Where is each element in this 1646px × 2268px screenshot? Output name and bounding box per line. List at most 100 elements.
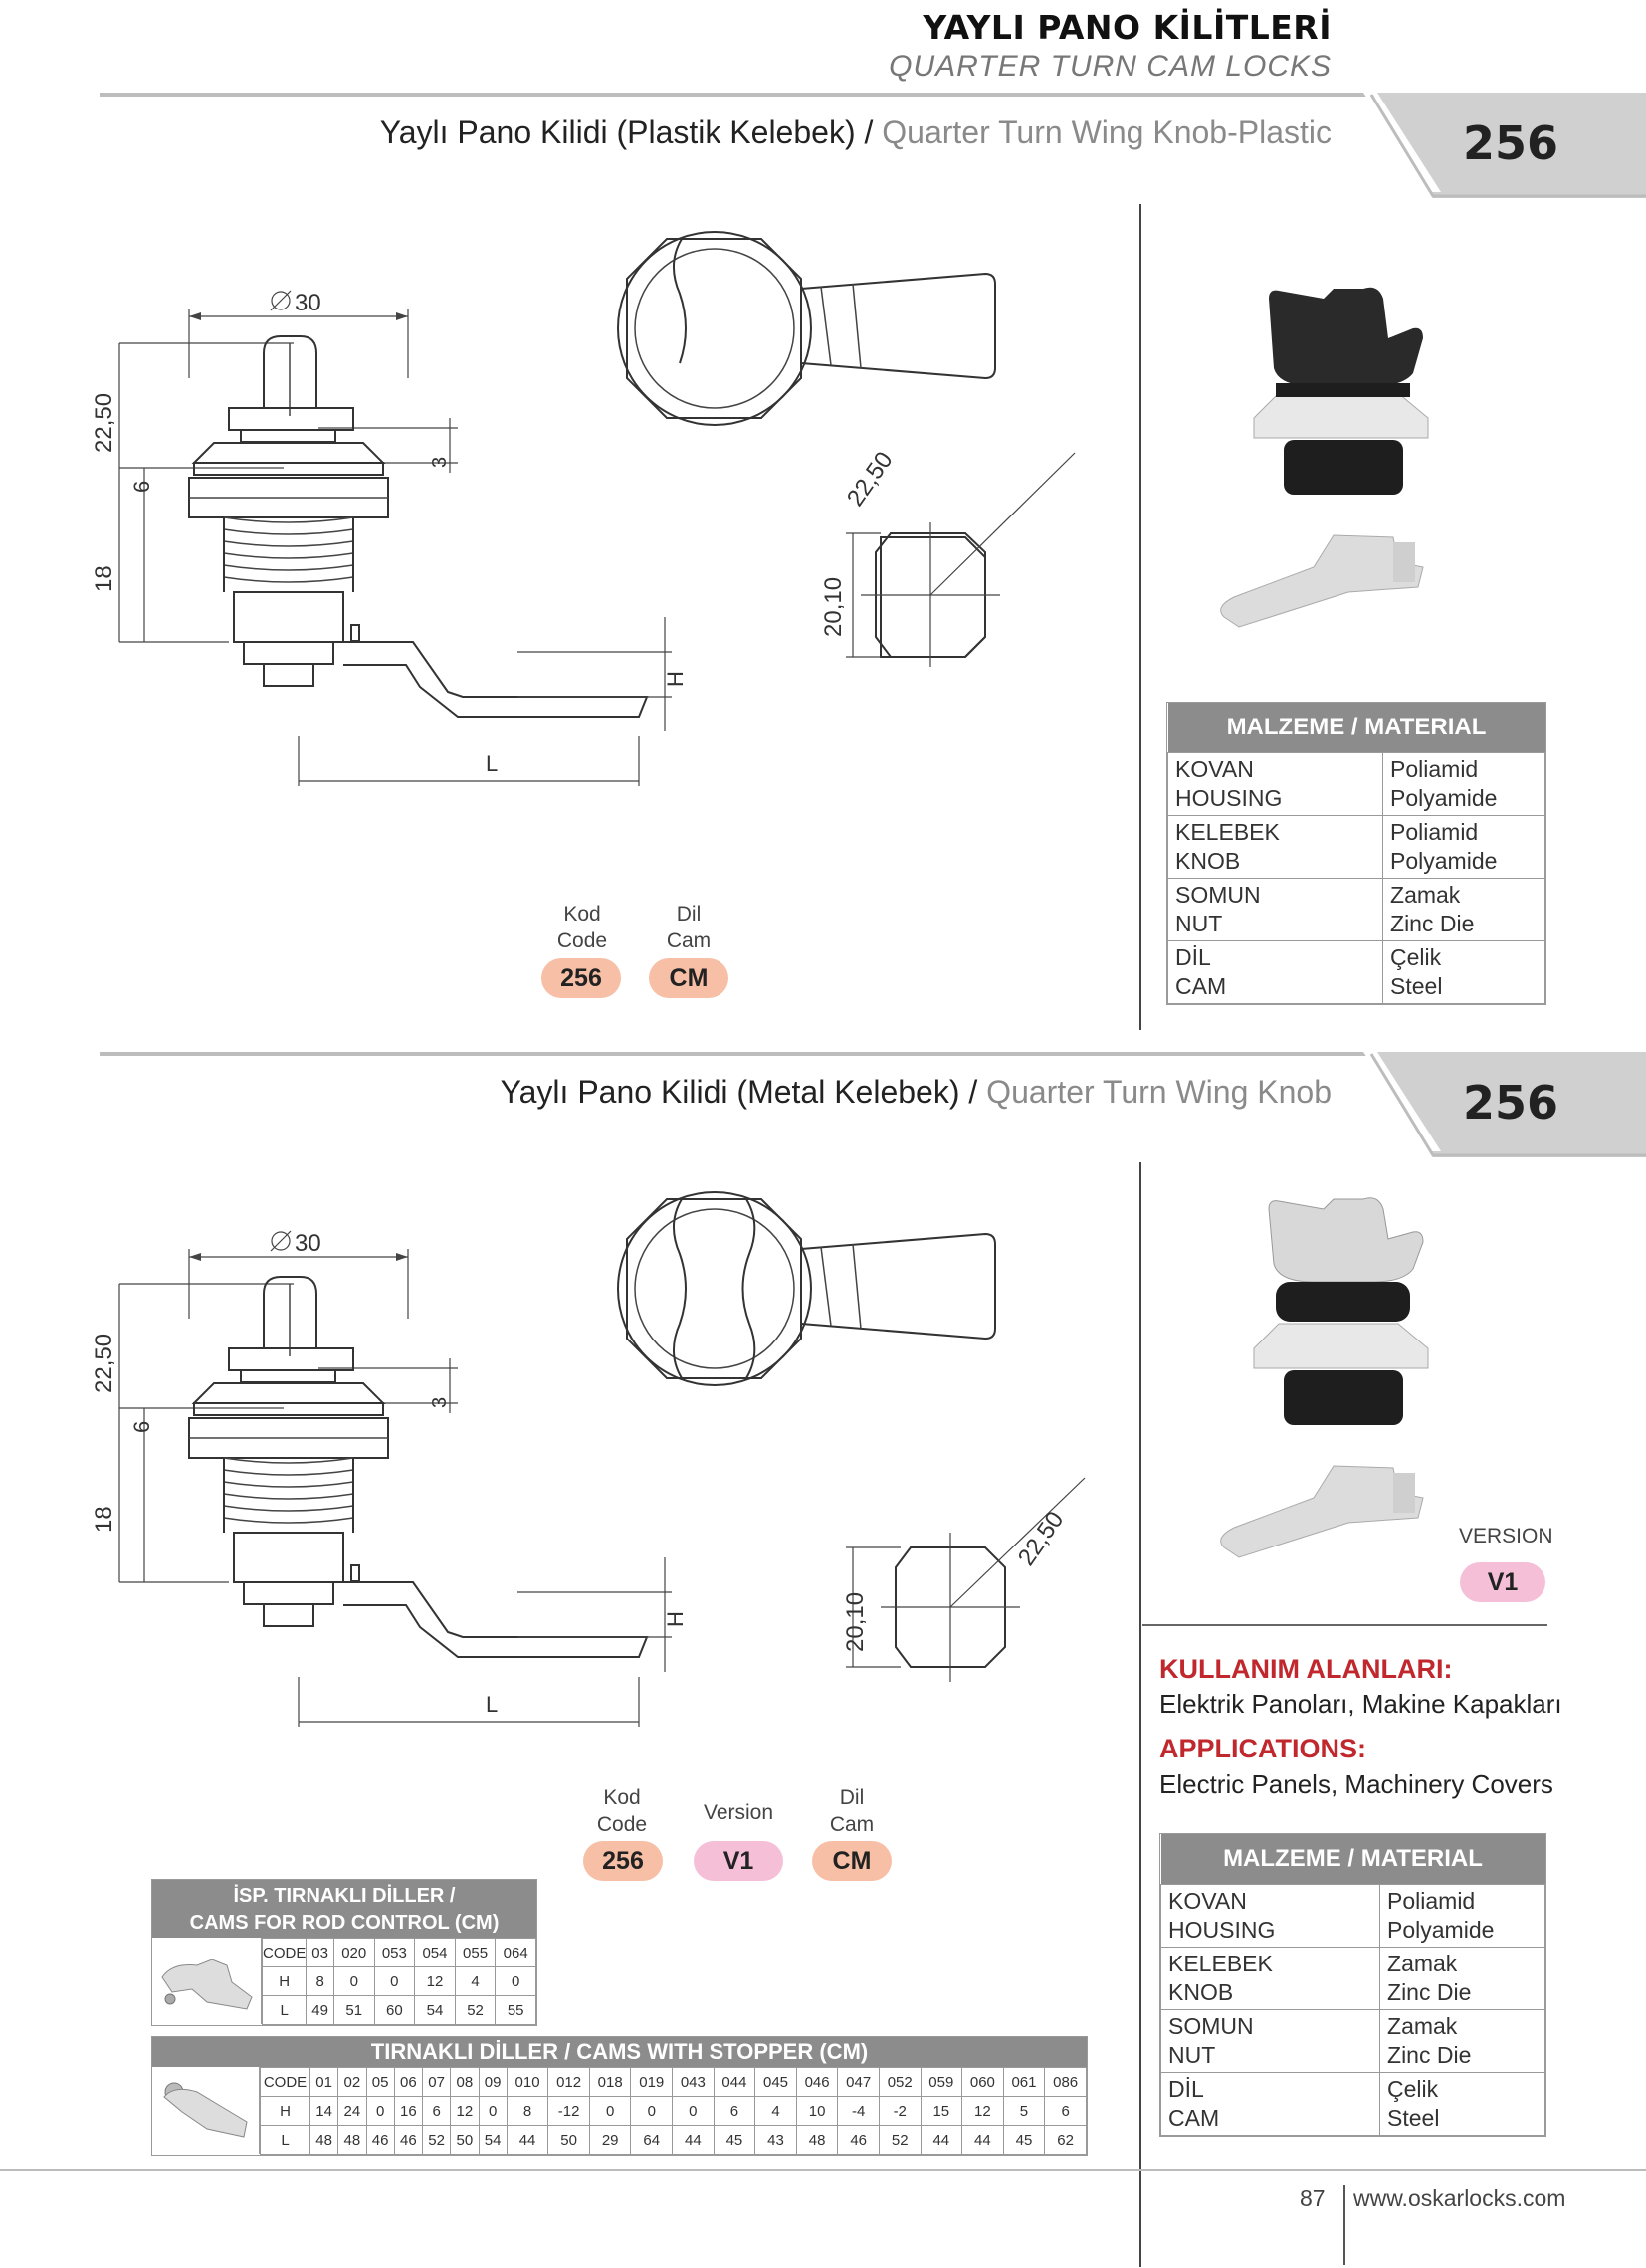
version-value: V1 [1460,1562,1545,1602]
table-cell: 51 [332,1995,375,2025]
dim-height-2250: 22,50 [91,393,117,453]
section-1-divider [1139,204,1141,1030]
stopper-cam-image [152,2067,260,2154]
table-cell: 62 [1044,2125,1087,2155]
row-header-cell: CODE [260,2067,310,2097]
table-cell: 55 [495,1995,536,2025]
stopper-table: TIRNAKLI DİLLER / CAMS WITH STOPPER (CM)… [151,2036,1088,2156]
top-view-drawing-1: 20,10 22,50 [617,231,1076,667]
table-cell: 01 [309,2067,339,2097]
table-cell: 8 [506,2096,549,2126]
table-cell: 16 [393,2096,424,2126]
dim-height-3: 3 [429,1397,451,1408]
table-cell: 5 [1002,2096,1046,2126]
rod-table-title-2: CAMS FOR ROD CONTROL (CM) [189,1912,500,1934]
table-cell: 54 [478,2125,508,2155]
table-cell: 020 [332,1938,375,1967]
section-2-tab [1363,1052,1646,1157]
table-cell: 044 [713,2067,756,2097]
table-cell: 018 [588,2067,632,2097]
table-cell: 055 [454,1938,497,1967]
table-cell: 46 [365,2125,395,2155]
table-cell: 0 [373,1966,416,1996]
table-cell: 08 [450,2067,480,2097]
website-link[interactable]: www.oskarlocks.com [1353,2185,1566,2211]
dim-height-6: 6 [129,1421,154,1433]
table-cell: 8 [306,1966,334,1996]
dim-H: H [663,1611,688,1627]
dim-diameter-30: 30 [295,290,321,316]
table-cell: 44 [506,2125,549,2155]
applications-text-en: Electric Panels, Machinery Covers [1159,1769,1553,1799]
table-cell: 4 [754,2096,797,2126]
table-cell: 43 [754,2125,797,2155]
table-cell: 49 [306,1995,334,2025]
table-cell: 07 [421,2067,452,2097]
row-header-cell: H [261,1966,308,1996]
top-view-drawing-2: 20,10 22,50 [617,1191,1086,1682]
table-cell: 02 [337,2067,367,2097]
page-subtitle: QUARTER TURN CAM LOCKS [889,50,1332,83]
table-cell: 046 [795,2067,839,2097]
section-1-rule [100,93,1383,97]
table-cell: 50 [547,2125,590,2155]
table-cell: 052 [878,2067,922,2097]
table-cell: 44 [672,2125,715,2155]
table-cell: 12 [414,1966,456,1996]
table-cell: 06 [393,2067,424,2097]
applications-text-tr: Elektrik Panoları, Makine Kapakları [1159,1689,1562,1719]
dim-height-18: 18 [91,565,117,592]
product-photo-plastic [1220,287,1429,628]
material-title-1: MALZEME / MATERIAL [1167,703,1545,752]
table-cell: 54 [414,1995,456,2025]
section-1-number: 256 [1463,116,1559,170]
table-cell: 10 [795,2096,839,2126]
table-cell: 12 [961,2096,1004,2126]
dim-height-2250: 22,50 [91,1334,117,1393]
version-value-2: V1 [694,1841,783,1881]
table-cell: 50 [450,2125,480,2155]
version-label: VERSION [1459,1525,1553,1547]
rod-control-table: İSP. TIRNAKLI DİLLER / CAMS FOR ROD CONT… [151,1879,537,2026]
table-cell: 064 [495,1938,536,1967]
section-2-divider [1139,1162,1141,2267]
row-header-cell: L [260,2125,310,2155]
dim-L: L [486,751,498,776]
table-cell: 48 [309,2125,339,2155]
table-cell: 64 [630,2125,674,2155]
table-cell: 09 [478,2067,508,2097]
page-number: 87 [1300,2185,1326,2211]
table-cell: 12 [450,2096,480,2126]
table-cell: 46 [393,2125,424,2155]
table-cell: 14 [309,2096,339,2126]
table-cell: 0 [588,2096,632,2126]
side-view-drawing-2: 30 22,50 6 18 3 H L [91,1230,688,1727]
section-1-tab [1363,93,1646,198]
section-2-number: 256 [1463,1076,1559,1130]
table-cell: 60 [373,1995,416,2025]
dim-height-6: 6 [129,481,154,493]
dim-height-3: 3 [429,457,451,468]
cam-value-1: CM [649,958,728,998]
applications-heading-tr: KULLANIM ALANLARI: [1159,1654,1453,1684]
table-cell: 019 [630,2067,674,2097]
table-cell: 0 [495,1966,536,1996]
code-value-2: 256 [583,1841,663,1881]
table-cell: 6 [421,2096,452,2126]
dim-height-18: 18 [91,1506,117,1533]
dim-L: L [486,1692,498,1717]
table-cell: 05 [365,2067,395,2097]
table-cell: 012 [547,2067,590,2097]
table-cell: 0 [365,2096,395,2126]
dim-width-2010: 20,10 [820,577,847,637]
table-cell: 15 [920,2096,963,2126]
table-cell: 0 [332,1966,375,1996]
table-cell: 059 [920,2067,963,2097]
